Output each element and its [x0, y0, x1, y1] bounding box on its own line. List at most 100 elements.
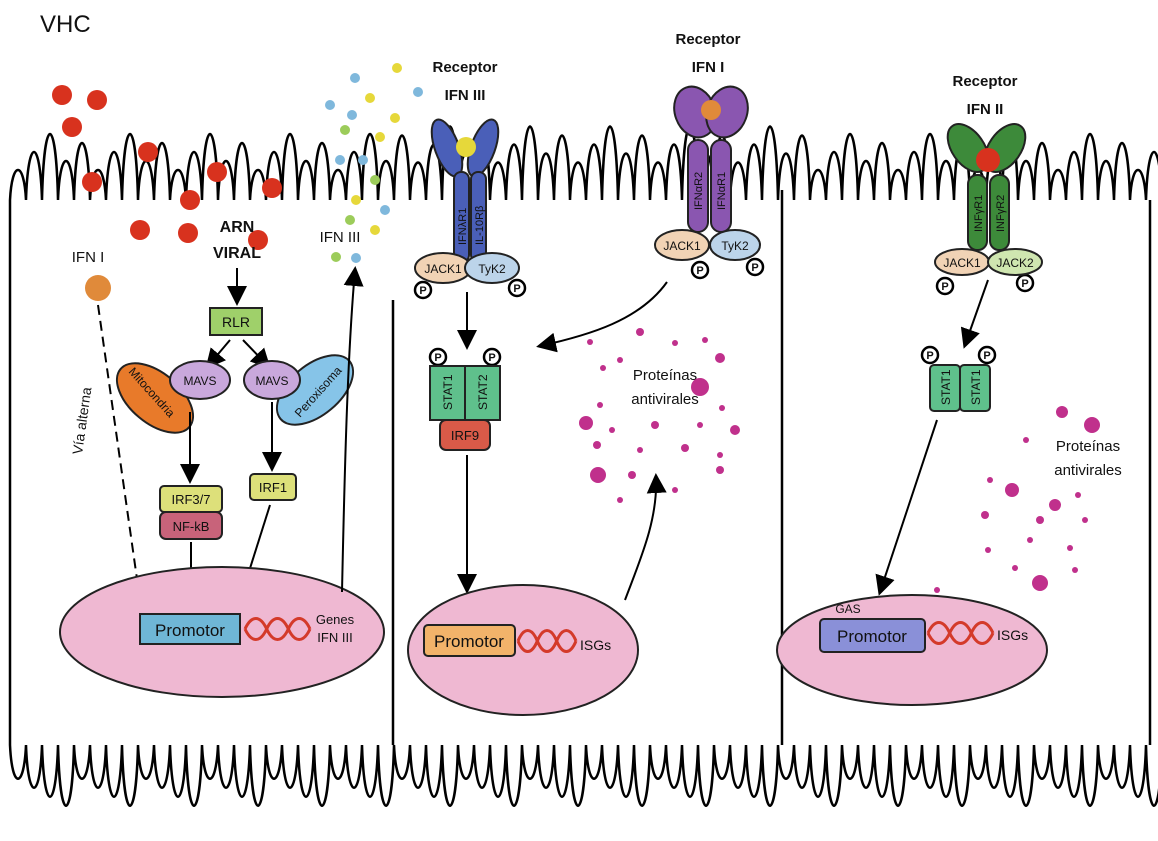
antiviral-protein	[1067, 545, 1073, 551]
arn-viral-label-2: VIRAL	[213, 245, 261, 262]
phosphate-circle	[745, 257, 765, 277]
antiviral-protein	[1023, 437, 1029, 443]
ifn3-molecule	[375, 132, 385, 142]
antiviral-protein	[1027, 537, 1033, 543]
stat1-label: STAT1	[441, 374, 455, 410]
ifn3-molecule	[358, 155, 368, 165]
receptor-ifn2: INFγR1 INFγR2 JACK1 JACK2	[934, 123, 1043, 276]
antiviral-protein	[1049, 499, 1061, 511]
ifn3-label: IFN III	[320, 229, 361, 246]
proteins-label: Proteínas	[1056, 438, 1120, 455]
proteins-label-2: antivirales	[1054, 462, 1122, 479]
basal-membrane	[8, 744, 1158, 807]
virus-particle	[180, 190, 200, 210]
genes-label: Genes	[316, 612, 355, 627]
ifn3-secretion-arrow	[341, 266, 364, 593]
phosphate-label: P	[488, 352, 495, 364]
antiviral-protein	[717, 452, 723, 458]
rlr-box	[209, 307, 263, 336]
title-vhc: VHC	[40, 11, 91, 38]
virus-particle	[87, 90, 107, 110]
phosphate-circle	[413, 280, 433, 300]
irf9-box	[439, 419, 491, 451]
receptor-ifn3-title: Receptor	[432, 59, 497, 76]
promoter-box	[139, 613, 241, 645]
arrow	[960, 279, 989, 349]
antiviral-protein	[579, 416, 593, 430]
ifn3-molecule	[350, 73, 360, 83]
antiviral-protein	[587, 339, 593, 345]
antiviral-protein	[1056, 406, 1068, 418]
isgs-label: ISGs	[997, 627, 1028, 643]
chain-label: IFNαR1	[716, 172, 728, 210]
chain-label: IL-10Rβ	[474, 206, 486, 245]
ifn3-molecule	[390, 113, 400, 123]
antiviral-protein	[617, 357, 623, 363]
ifn3-molecule	[351, 253, 361, 263]
ifn1-bound	[701, 100, 721, 120]
mavs-label: MAVS	[183, 374, 216, 388]
antiviral-protein	[1082, 517, 1088, 523]
ifn2-bound	[976, 148, 1000, 172]
dna-strand	[926, 629, 995, 645]
phosphate-circle	[935, 276, 955, 296]
receptor-ifn2-title: Receptor	[952, 73, 1017, 90]
tyk2	[709, 229, 761, 261]
antiviral-protein	[981, 511, 989, 519]
proteins-label-2: antivirales	[631, 391, 699, 408]
antiviral-protein	[636, 328, 644, 336]
antiviral-protein	[730, 425, 740, 435]
antiviral-protein	[617, 497, 623, 503]
alternate-path-arrow	[97, 304, 148, 604]
nfkb-box	[159, 511, 223, 540]
chain-label: INFγR2	[995, 195, 1007, 232]
phosphate-label: P	[696, 265, 703, 277]
phosphate-label: P	[751, 262, 758, 274]
phosphate-label: P	[513, 283, 520, 295]
ifn3-molecule	[413, 87, 423, 97]
stat2-label: STAT2	[476, 374, 490, 410]
dna-strand	[243, 625, 312, 641]
phosphate-label: P	[434, 352, 441, 364]
ifn3-molecule	[335, 155, 345, 165]
antiviral-protein	[1084, 417, 1100, 433]
dna-helix	[516, 629, 578, 653]
receptor-ifn1-title: Receptor	[675, 31, 740, 48]
promoter-box	[819, 618, 926, 653]
antiviral-protein	[1012, 565, 1018, 571]
receptor-ifn2-title-2: IFN II	[967, 101, 1004, 118]
virus-particle	[207, 162, 227, 182]
phosphate-circle	[920, 345, 940, 365]
jak1-label: JACK1	[424, 262, 462, 276]
antiviral-protein	[600, 365, 606, 371]
stat1-box	[959, 364, 991, 412]
antiviral-protein	[697, 422, 703, 428]
ifn3-molecule	[370, 175, 380, 185]
antiviral-protein	[681, 444, 689, 452]
virus-particle	[178, 223, 198, 243]
ifn3-molecule	[345, 215, 355, 225]
ifn3-molecule	[370, 225, 380, 235]
mavs-mito	[169, 360, 231, 400]
antiviral-protein	[597, 402, 603, 408]
virus-particle	[248, 230, 268, 250]
antiviral-protein	[719, 405, 725, 411]
gas-label: GAS	[835, 602, 860, 616]
ifn3-molecule	[365, 93, 375, 103]
phosphate-label: P	[1021, 278, 1028, 290]
promoter-box	[423, 624, 516, 657]
phosphate-circle	[977, 345, 997, 365]
antiviral-protein	[1005, 483, 1019, 497]
irf1-label: IRF1	[259, 480, 287, 495]
nfkb-label: NF-kB	[173, 519, 210, 534]
receptor-ifn3-title-2: IFN III	[445, 87, 486, 104]
proteins-label: Proteínas	[633, 367, 697, 384]
promoter-label: Promotor	[155, 621, 225, 640]
phosphate-circle	[507, 278, 527, 298]
antiviral-protein	[702, 337, 708, 343]
mavs-label: MAVS	[255, 374, 288, 388]
protein-export-arrow	[624, 473, 667, 601]
